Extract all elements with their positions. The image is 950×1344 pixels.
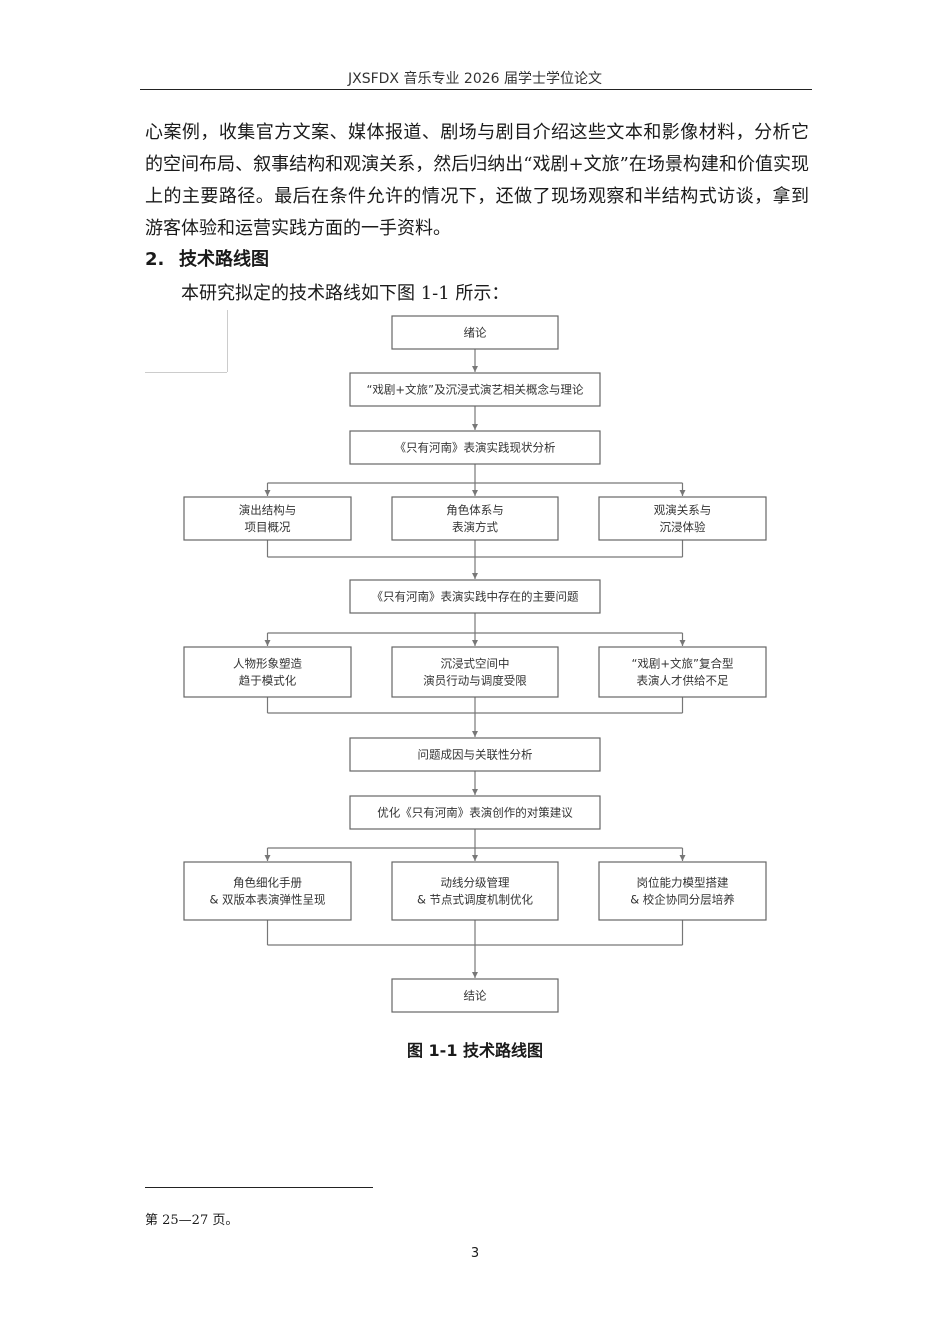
flow-node-box — [598, 496, 767, 541]
figure-intro: 本研究拟定的技术路线如下图 1-1 所示： — [181, 283, 510, 304]
section-number: 2. — [145, 249, 165, 270]
crop-mark — [145, 372, 227, 373]
flow-node-theory: “戏剧+文旅”及沉浸式演艺相关概念与理论 — [349, 372, 601, 407]
flow-node-label: 绪论 — [464, 326, 487, 340]
flow-node-label: 问题成因与关联性分析 — [418, 748, 533, 762]
flow-node-label: & 校企协同分层培养 — [630, 893, 735, 907]
flow-node-label: 岗位能力模型搭建 — [637, 876, 729, 890]
page-number: 3 — [470, 1246, 480, 1261]
flow-node-label: 结论 — [464, 989, 487, 1003]
running-header: JXSFDX 音乐专业 2026 届学士学位论文 — [347, 71, 602, 87]
flow-node-box — [349, 430, 601, 465]
flow-node-label: 演出结构与 — [239, 503, 297, 517]
flow-node-label: 动线分级管理 — [441, 876, 510, 890]
flow-node-status: 《只有河南》表演实践现状分析 — [349, 430, 601, 465]
footnote-rule — [145, 1187, 373, 1188]
flow-node-box — [598, 861, 767, 921]
flow-node-label: “戏剧+文旅”复合型 — [631, 657, 733, 671]
flow-node-label: 项目概况 — [245, 520, 291, 534]
flow-node-label: 人物形象塑造 — [233, 657, 302, 671]
flow-node-box — [183, 861, 352, 921]
flow-node-label: 表演人才供给不足 — [637, 674, 729, 688]
flow-node-box — [183, 496, 352, 541]
flow-node-c3: 岗位能力模型搭建 & 校企协同分层培养 — [598, 861, 767, 921]
flow-node-c1: 角色细化手册 & 双版本表演弹性呈现 — [183, 861, 352, 921]
flow-node-label: 表演方式 — [452, 520, 498, 534]
flow-node-box — [183, 646, 352, 698]
flow-node-label: 角色体系与 — [446, 503, 504, 517]
flow-node-box — [391, 315, 559, 350]
flow-node-label: 观演关系与 — [654, 503, 712, 517]
flow-node-c2: 动线分级管理 & 节点式调度机制优化 — [391, 861, 559, 921]
flow-node-label: 趋于模式化 — [239, 674, 297, 688]
flow-node-causes: 问题成因与关联性分析 — [349, 737, 601, 772]
body-paragraph: 心案例，收集官方文案、媒体报道、剧场与剧目介绍这些文本和影像材料，分析它的空间布… — [145, 122, 809, 239]
flow-node-suggest: 优化《只有河南》表演创作的对策建议 — [349, 795, 601, 830]
flow-node-label: 演员行动与调度受限 — [423, 674, 527, 688]
flow-node-box — [598, 646, 767, 698]
section-title: 技术路线图 — [179, 249, 269, 270]
flow-node-label: “戏剧+文旅”及沉浸式演艺相关概念与理论 — [366, 383, 584, 397]
header-rule — [140, 89, 812, 90]
footnote: 第 25—27 页。 — [145, 1213, 239, 1228]
flow-node-label: 优化《只有河南》表演创作的对策建议 — [377, 806, 573, 820]
flow-node-box — [391, 978, 559, 1013]
flow-node-label: & 节点式调度机制优化 — [417, 893, 534, 907]
flow-node-label: 角色细化手册 — [233, 876, 302, 890]
flow-node-label: 沉浸体验 — [660, 520, 706, 534]
crop-mark — [227, 310, 228, 372]
flow-node-box — [349, 579, 601, 614]
figure-caption: 图 1-1 技术路线图 — [406, 1041, 544, 1060]
flow-node-box — [349, 372, 601, 407]
flow-node-box — [391, 496, 559, 541]
flow-node-box — [391, 646, 559, 698]
flow-node-label: & 双版本表演弹性呈现 — [209, 893, 325, 907]
flow-node-box — [349, 795, 601, 830]
flow-node-intro: 绪论 — [391, 315, 559, 350]
flow-node-conclusion: 结论 — [391, 978, 559, 1013]
flow-node-label: 《只有河南》表演实践中存在的主要问题 — [372, 590, 579, 604]
flow-node-label: 《只有河南》表演实践现状分析 — [395, 441, 556, 455]
section-heading: 2. 技术路线图 — [145, 245, 269, 271]
flow-node-problems: 《只有河南》表演实践中存在的主要问题 — [349, 579, 601, 614]
flow-node-box — [391, 861, 559, 921]
flow-node-label: 沉浸式空间中 — [441, 657, 510, 671]
flow-node-box — [349, 737, 601, 772]
